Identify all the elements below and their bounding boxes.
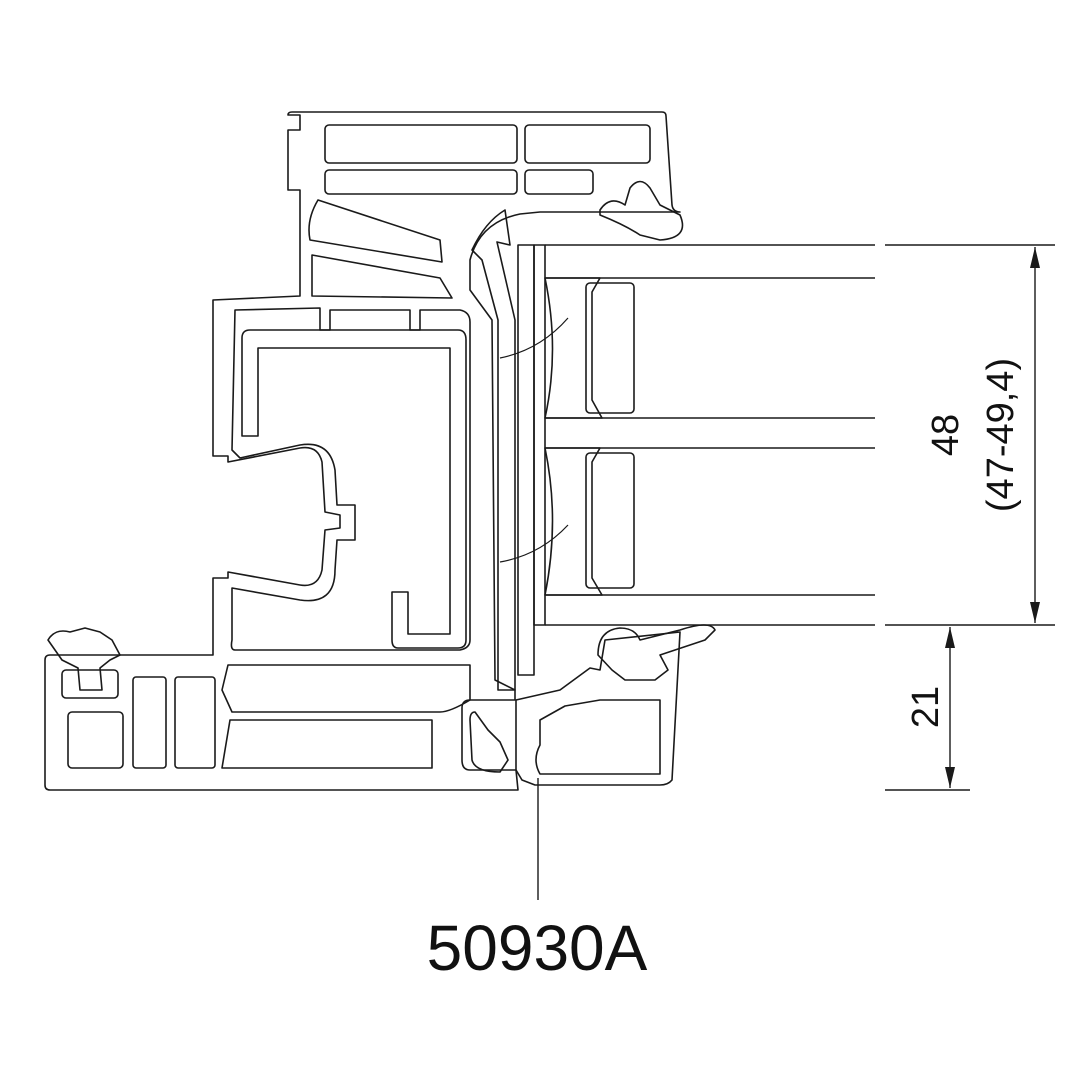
chamber (174, 676, 216, 769)
spacer-seal (544, 447, 603, 596)
chamber (311, 254, 453, 299)
chamber (308, 199, 443, 263)
chamber (230, 307, 471, 651)
spacer-seal (544, 277, 603, 419)
profile-code-label: 50930A (427, 912, 648, 984)
glass-thickness-label: 48 (925, 414, 967, 456)
chamber (535, 699, 661, 775)
chamber (524, 124, 651, 164)
steel-reinforcement (241, 329, 467, 649)
chamber (67, 711, 124, 769)
gasket-bottom (597, 624, 716, 681)
glass-thickness-range-label: (47-49,4) (980, 358, 1022, 512)
dimension-glass (885, 244, 1055, 626)
dimension-rebate (885, 627, 970, 791)
glazing-bead (471, 209, 516, 691)
chamber (221, 664, 471, 713)
spacer (585, 282, 635, 414)
rebate-height-label: 21 (905, 686, 947, 728)
chamber (132, 676, 167, 769)
chamber (469, 711, 509, 773)
chamber (221, 719, 433, 769)
chamber (524, 169, 594, 195)
chamber (61, 669, 119, 699)
chamber (324, 169, 518, 195)
spacer (585, 452, 635, 589)
glass-unit (499, 244, 875, 676)
gasket-top (599, 180, 684, 241)
sash-profile (44, 111, 681, 791)
chamber (324, 124, 518, 164)
gasket-frame-outer (47, 627, 121, 691)
